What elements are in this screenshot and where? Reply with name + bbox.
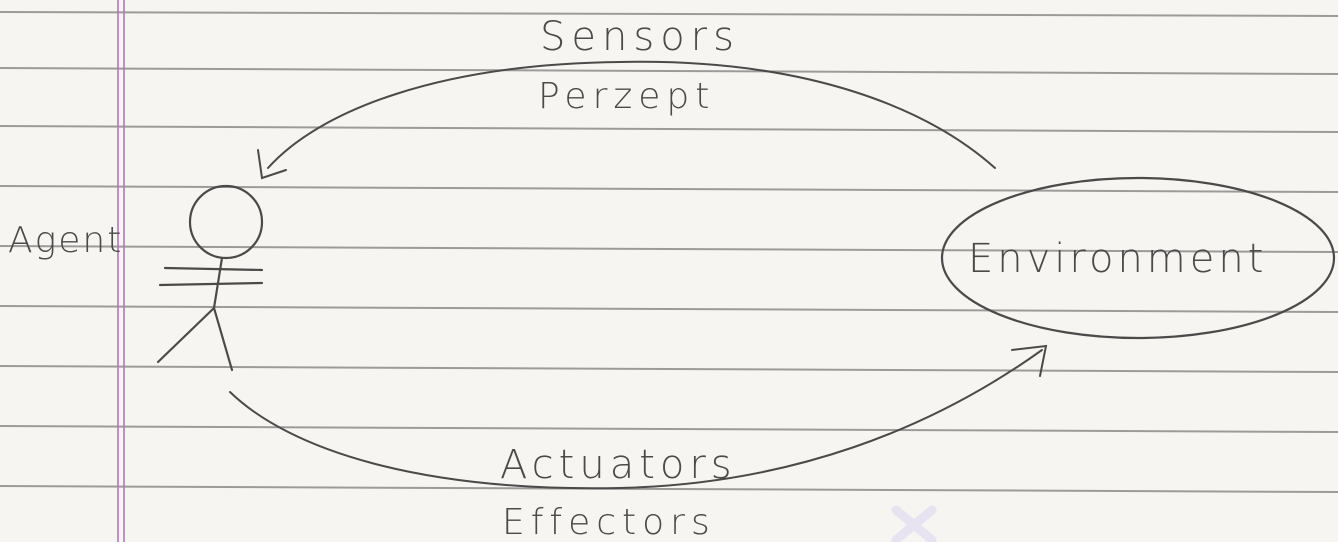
edge-top-label-line1: Sensors: [540, 14, 740, 60]
agent-label: Agent: [8, 220, 123, 261]
agent-leg-left: [156, 306, 216, 364]
agent-arm-top: [163, 266, 264, 272]
actuators-arrow: [229, 344, 1048, 490]
margin-lines: [117, 0, 125, 542]
edge-top-label-line2: Perzept: [538, 76, 715, 117]
agent-leg-right: [212, 306, 234, 372]
sensors-arrow: [257, 60, 996, 180]
agent-head: [188, 184, 264, 260]
faint-cross-mark: [891, 505, 937, 542]
environment-label: Environment: [968, 236, 1267, 282]
agent-figure: [156, 184, 264, 372]
edge-bottom-label-line2: Effectors: [502, 502, 716, 542]
edge-bottom-label-line1: Actuators: [500, 442, 737, 488]
environment-node: [940, 176, 1336, 340]
agent-arm-bottom: [158, 281, 264, 287]
